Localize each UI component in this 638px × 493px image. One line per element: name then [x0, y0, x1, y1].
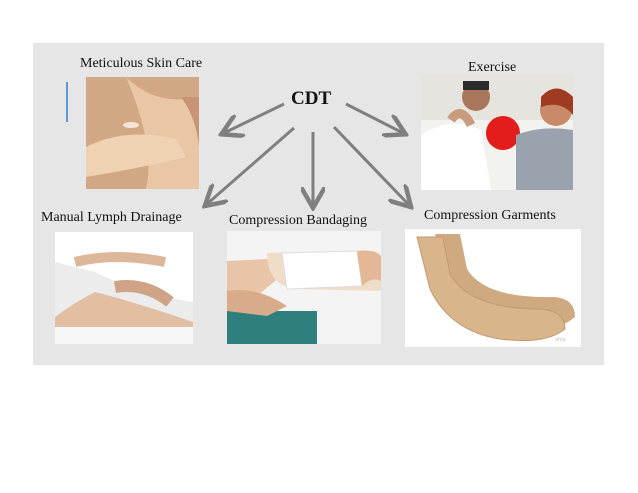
manual-lymph-drainage-photo	[55, 232, 193, 344]
svg-text:ohio: ohio	[555, 337, 566, 343]
accent-bar	[66, 82, 68, 122]
arrow-to-exercise	[345, 102, 403, 133]
skin-care-photo	[86, 77, 199, 189]
compression-garments-photo: ohio	[405, 229, 581, 347]
arrow-to-skin-care	[224, 102, 285, 133]
exercise-photo	[421, 75, 573, 190]
node-label-compression-garments: Compression Garments	[424, 208, 556, 223]
center-label: CDT	[291, 88, 332, 109]
arrow-to-compression-garments	[332, 125, 409, 205]
node-label-exercise: Exercise	[468, 60, 517, 75]
node-label-skin-care: Meticulous Skin Care	[80, 56, 203, 71]
compression-bandaging-photo	[227, 231, 381, 344]
node-label-compression-bandaging: Compression Bandaging	[229, 213, 368, 228]
arrow-to-manual-lymph-drainage	[207, 126, 295, 204]
node-label-manual-lymph-drainage: Manual Lymph Drainage	[41, 210, 182, 225]
